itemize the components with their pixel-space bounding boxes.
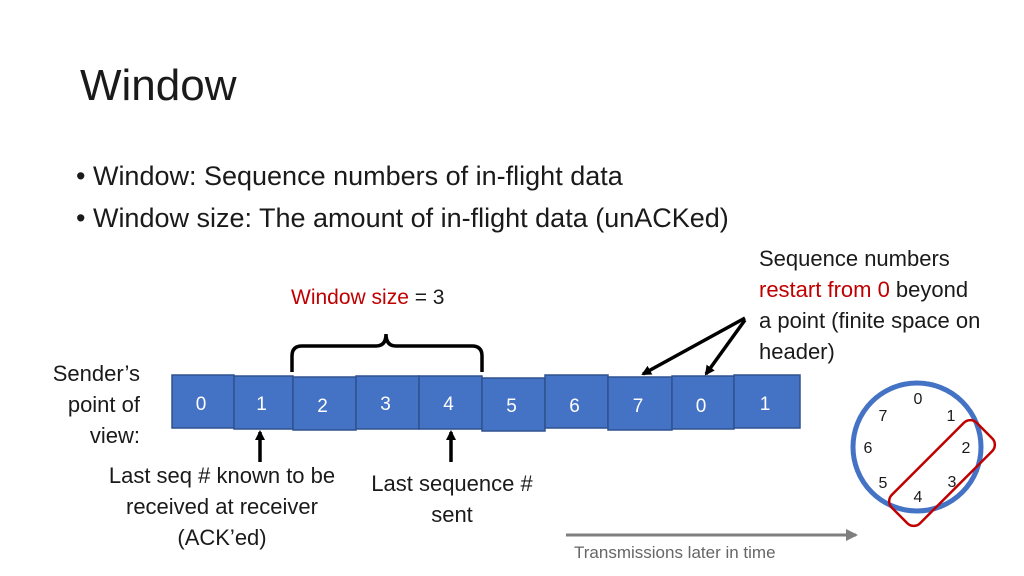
time-axis-label: Transmissions later in time [574, 543, 776, 562]
sequence-restart-note: Sequence numbers restart from 0 beyond a… [759, 243, 1019, 367]
sequence-cell [544, 374, 609, 429]
sequence-cell [171, 374, 235, 429]
sequence-cell-label: 1 [760, 394, 771, 415]
bullet-window-definition: • Window: Sequence numbers of in-flight … [76, 161, 623, 191]
circle-number: 3 [948, 474, 957, 491]
circle-number: 2 [962, 440, 971, 457]
sequence-cell-label: 0 [696, 396, 707, 417]
sequence-cell-label: 6 [569, 396, 580, 417]
note-restart-highlight: restart from 0 [759, 277, 890, 302]
sequence-cell [481, 377, 546, 432]
note-line-1: Sequence numbers [759, 246, 950, 271]
sequence-cell-label: 7 [633, 396, 644, 417]
window-size-value: = 3 [408, 286, 445, 309]
circle-number: 5 [879, 475, 888, 492]
window-brace [290, 333, 484, 372]
sequence-cell [355, 375, 420, 430]
circle-number: 7 [879, 408, 888, 425]
note-beyond: beyond [889, 277, 969, 302]
sequence-cells: 0 1 2 3 4 5 6 7 0 1 [171, 374, 801, 432]
last-sent-label: Last sequence # sent [371, 471, 533, 527]
note-rest: a point (finite space on header) [759, 308, 981, 364]
last-acked-label: Last seq # known to be received at recei… [108, 463, 336, 550]
sequence-cell-label: 0 [196, 394, 207, 415]
sequence-cell-label: 1 [256, 394, 267, 415]
restart-arrow-to-seven [641, 316, 746, 376]
sequence-cell-label: 3 [380, 394, 391, 415]
page-title: Window [80, 61, 237, 110]
sequence-cell [607, 376, 673, 431]
sequence-cell [233, 375, 294, 430]
sequence-cell-label: 4 [443, 394, 454, 415]
circle-number: 1 [947, 408, 956, 425]
sequence-cell-label: 5 [506, 396, 517, 417]
circle-number-labels: 0 123 4 5 67 [864, 391, 971, 506]
sequence-cell [292, 376, 357, 431]
sequence-cell [733, 374, 801, 429]
window-size-label: Window size = 3 [291, 286, 445, 310]
sequence-cell-label: 2 [317, 396, 328, 417]
circle-number: 6 [864, 440, 873, 457]
window-highlight-rect [887, 418, 997, 528]
bullet-window-size-definition: • Window size: The amount of in-flight d… [76, 203, 729, 233]
circle-number: 0 [914, 391, 923, 408]
sequence-cell [671, 375, 735, 430]
bullet-list: • Window: Sequence numbers of in-flight … [76, 155, 729, 239]
window-size-text: Window size [291, 286, 409, 309]
circle-number: 4 [914, 489, 923, 506]
sequence-circle [850, 380, 984, 514]
sequence-cell [418, 375, 483, 430]
sender-view-label: Sender’s point of view: [52, 361, 140, 448]
restart-arrow-to-zero [704, 318, 747, 376]
